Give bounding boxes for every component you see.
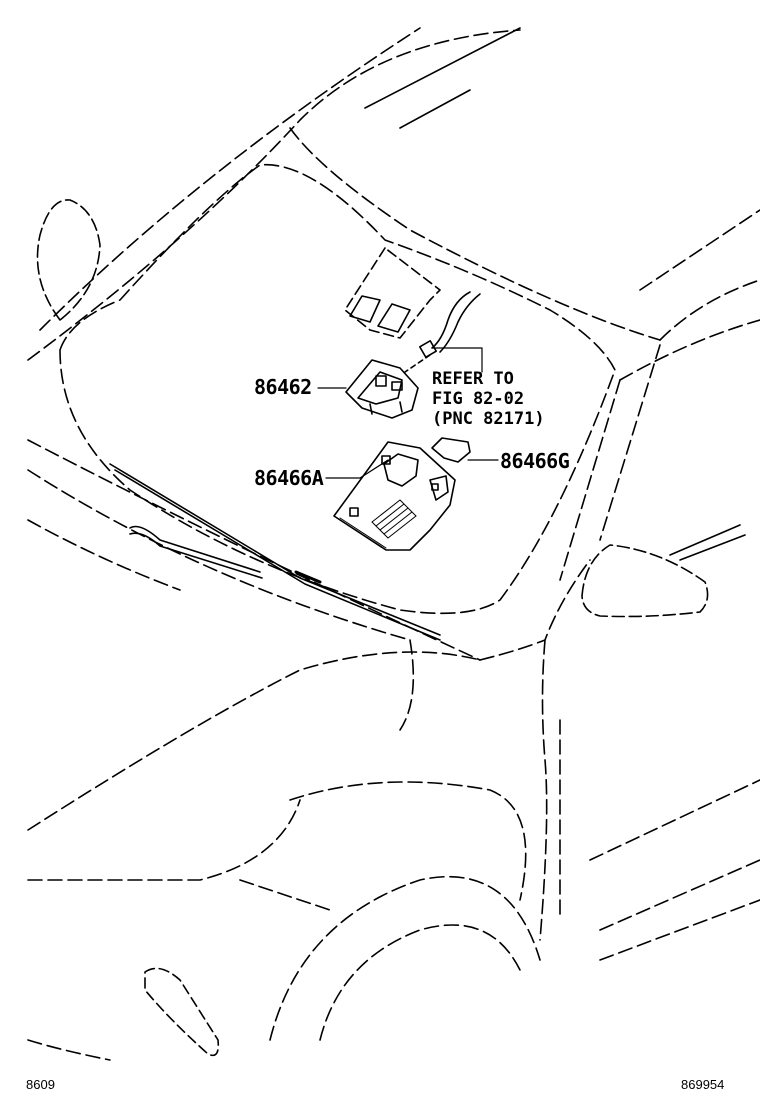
windshield-outline	[59, 163, 616, 615]
hood-outline	[27, 439, 760, 1061]
part-86466A-cover	[333, 441, 456, 551]
roof-solid-line-2	[399, 89, 471, 129]
right-mirror-line-2	[679, 534, 746, 561]
reference-line-3: (PNC 82171)	[432, 409, 545, 429]
part-86466A-vent-grille	[371, 499, 417, 539]
mount-bracket-left	[349, 295, 381, 323]
roof-outline	[27, 27, 760, 921]
part-label-86466A: 86466A	[254, 466, 324, 490]
wiper-blades	[109, 463, 441, 641]
mirror-mount-outline	[344, 247, 441, 339]
roof-solid-line	[364, 27, 521, 109]
reference-line-1: REFER TO	[432, 369, 514, 389]
part-label-86462: 86462	[254, 375, 312, 399]
leader-lines	[317, 347, 499, 479]
part-86462-sensor	[345, 359, 419, 419]
right-mirror	[581, 544, 709, 618]
wire-harness	[404, 291, 481, 373]
pillar-lines	[559, 319, 760, 581]
left-mirror	[36, 199, 101, 321]
footer-right-code: 869954	[681, 1077, 725, 1092]
footer-left-code: 8609	[26, 1077, 55, 1092]
part-86466G-cover	[431, 437, 471, 463]
part-label-86466G: 86466G	[500, 449, 570, 473]
fog-light-outline	[144, 967, 220, 1057]
right-mirror-line	[669, 524, 741, 556]
mount-bracket-right	[377, 303, 411, 333]
reference-line-2: FIG 82-02	[432, 389, 525, 409]
